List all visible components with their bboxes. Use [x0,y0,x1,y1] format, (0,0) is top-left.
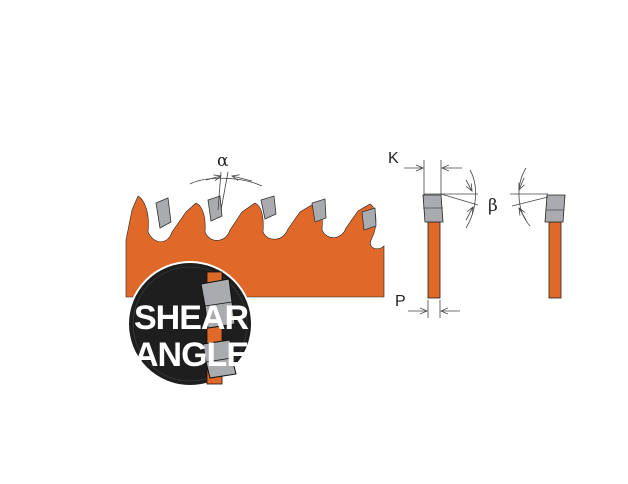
side-blade [427,221,441,299]
alpha-label: α [217,151,229,171]
badge-line2: ANGLE [134,336,248,374]
badge-line1: SHEAR [134,299,248,337]
side-profile-right [510,167,566,299]
tooth-tip [260,195,277,220]
side-blade-right [548,221,562,299]
tooth-tip [311,198,327,223]
k-label: K [388,150,399,167]
beta-label: β [488,196,498,216]
side-profile-left: K P [388,150,479,318]
side-tooth-tip [422,194,444,223]
side-tooth-tip-right [544,194,566,223]
tooth-tip [361,207,377,231]
tooth-tip [155,197,172,229]
alpha-angle-annotation: α [189,151,263,211]
p-label: P [395,293,406,310]
shear-angle-badge: SHEAR ANGLE [127,261,253,387]
tooth-tip [207,195,223,222]
